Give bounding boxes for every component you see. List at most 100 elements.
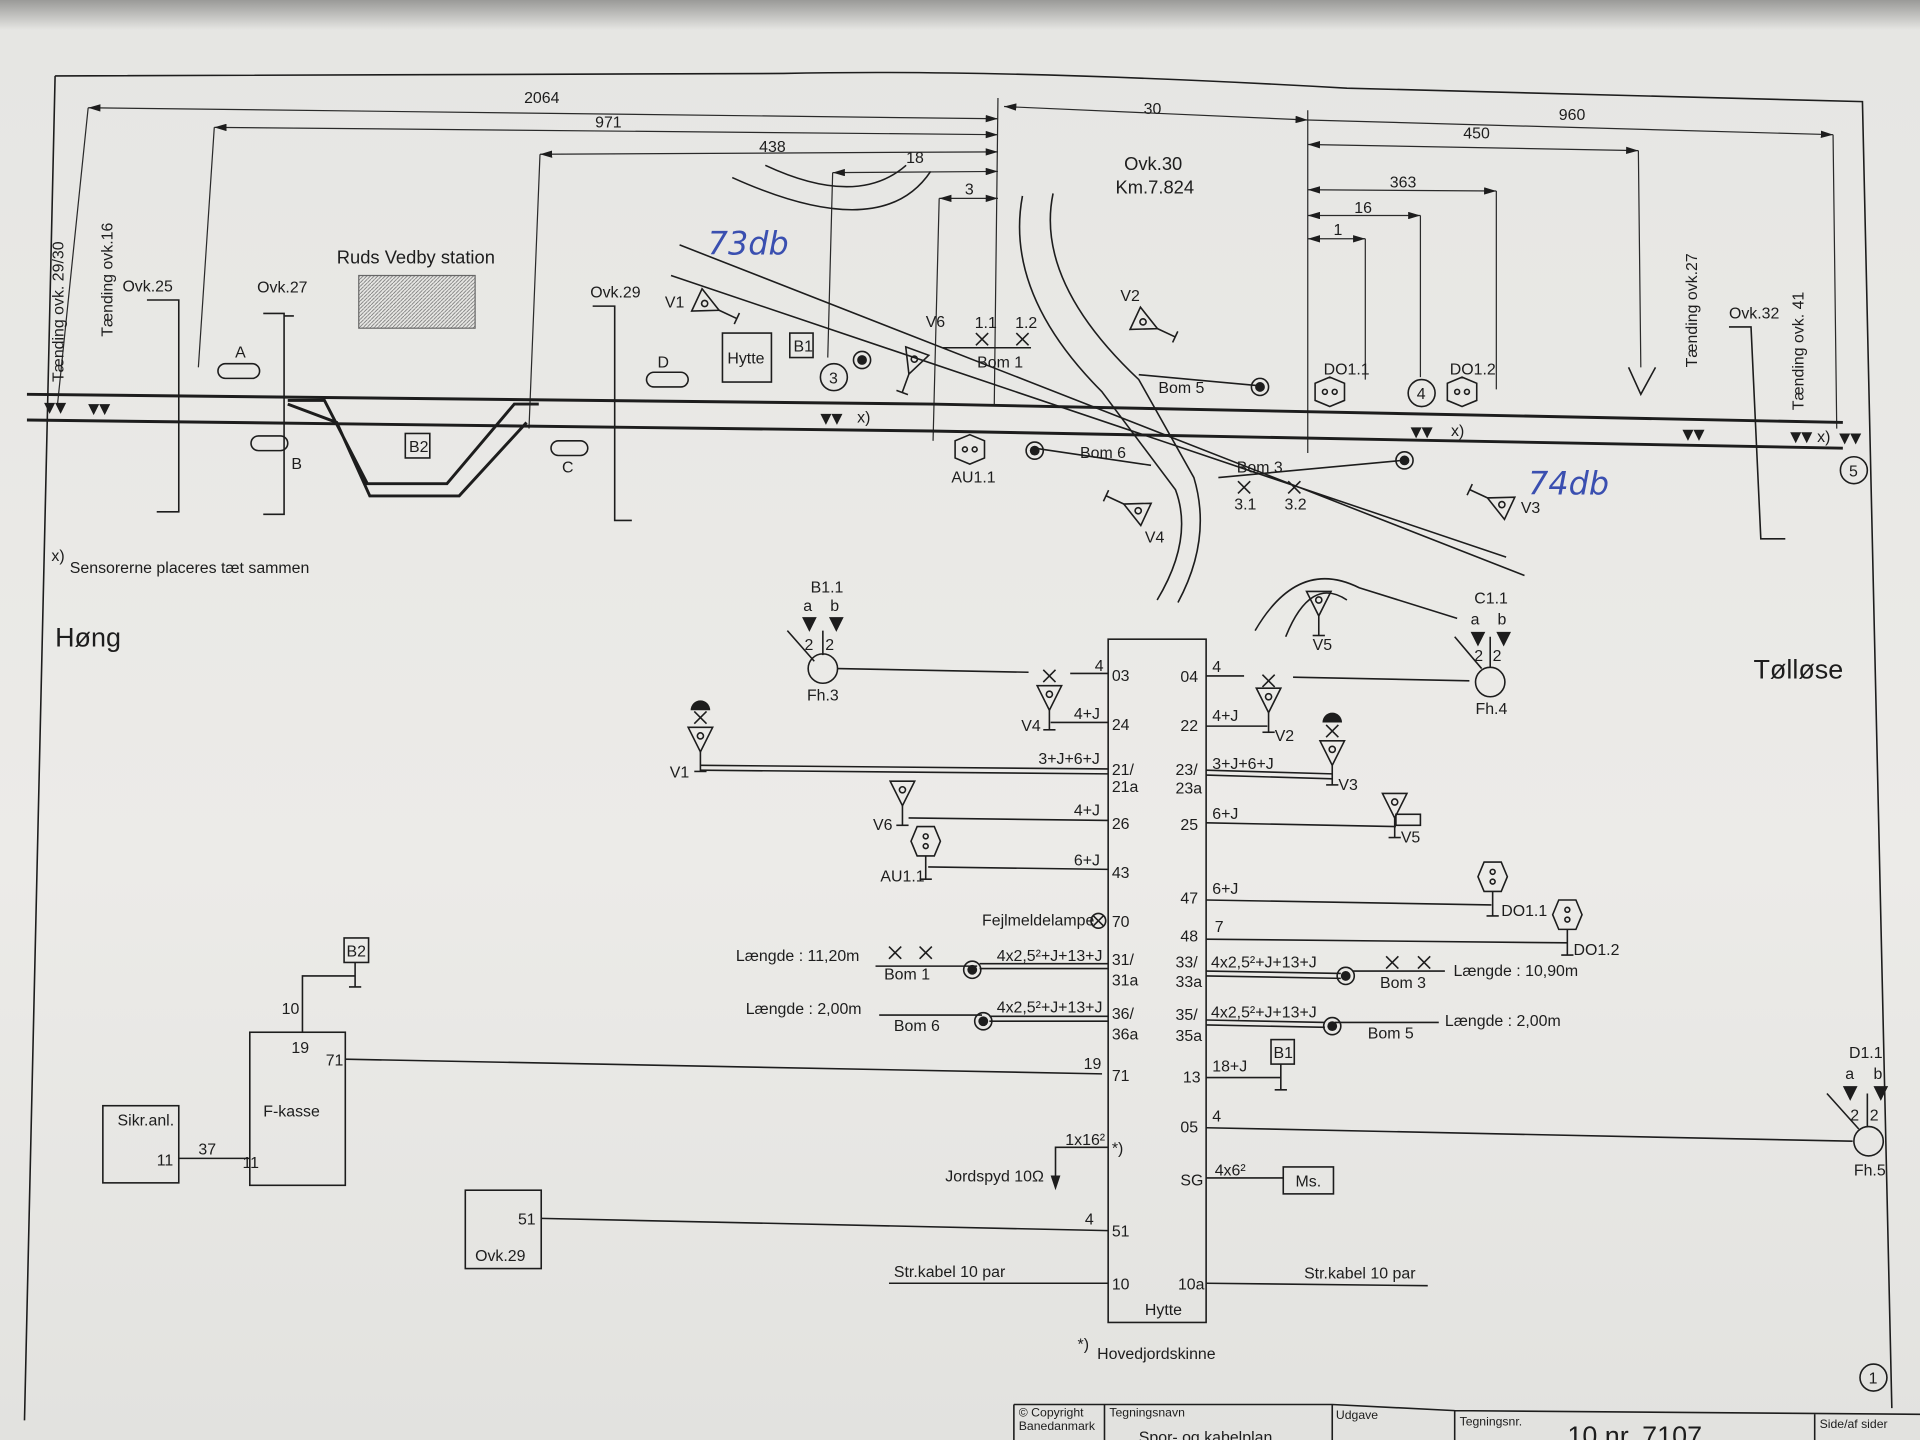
edition-label: Udgave xyxy=(1336,1408,1378,1422)
bom-crossmark-icon xyxy=(918,945,933,960)
label-v3: V3 xyxy=(1521,500,1541,517)
label-point-4: 4 xyxy=(1417,386,1426,403)
wire-10: 10 xyxy=(282,1001,300,1018)
sensor-icon xyxy=(1839,433,1862,445)
dim-30: 30 xyxy=(1144,101,1162,118)
b11-lamps xyxy=(802,617,844,632)
cable-label: 4 xyxy=(1212,659,1221,676)
lamp-cross-icon xyxy=(1042,668,1057,683)
bom6-label: Bom 6 xyxy=(894,1018,940,1035)
b2-box xyxy=(343,937,370,964)
cable-label: 1x16² xyxy=(1065,1132,1105,1149)
dim-450: 450 xyxy=(1463,125,1490,142)
fkasse-t11: 11 xyxy=(242,1155,259,1172)
signal-v2-icon xyxy=(1129,306,1182,349)
sikr-t11: 11 xyxy=(157,1153,174,1170)
fh4-label: Fh.4 xyxy=(1476,701,1508,718)
terminal: SG xyxy=(1180,1172,1203,1189)
bom-crossmark-icon xyxy=(1237,480,1252,495)
fkasse-box xyxy=(249,1031,347,1187)
v3-label: V3 xyxy=(1338,777,1358,794)
track-upper-rail xyxy=(26,392,1843,424)
terminal: 05 xyxy=(1180,1120,1198,1137)
dim-960: 960 xyxy=(1559,107,1586,124)
handwritten-74db: 74db xyxy=(1528,465,1609,503)
terminal: 33/ xyxy=(1176,954,1199,971)
cable-label: 4 xyxy=(1095,658,1104,675)
lamp-icon xyxy=(1090,912,1107,929)
left-terminals: 03 24 21/ 21a 26 43 70 31/ 31a 36/ 36a 7… xyxy=(1112,668,1139,1294)
terminal: 10a xyxy=(1178,1276,1205,1293)
c11-a: a xyxy=(1471,611,1480,628)
signal-do12-icon xyxy=(1551,899,1583,931)
label-3-2: 3.2 xyxy=(1284,496,1306,513)
v2-label: V2 xyxy=(1275,728,1295,745)
bom1-pivot xyxy=(962,960,982,980)
terminal: 31/ xyxy=(1112,952,1135,969)
point-3 xyxy=(819,362,849,392)
terminal: 10 xyxy=(1112,1276,1130,1293)
fejlmeldelampe-label: Fejlmeldelampe xyxy=(982,913,1094,930)
sensor-note-mark: x) xyxy=(1817,429,1830,446)
v4-label: V4 xyxy=(1021,718,1041,735)
sensor-icon xyxy=(820,413,843,425)
crossing-km: Km.7.824 xyxy=(1116,176,1195,197)
right-terminals: 04 22 23/ 23a 25 47 48 33/ 33a 35/ 35a 1… xyxy=(1176,669,1205,1293)
dim-363: 363 xyxy=(1390,174,1417,191)
label-ovk25: Ovk.25 xyxy=(122,278,173,295)
dim-2064: 2064 xyxy=(524,90,560,107)
do11-label: DO1.1 xyxy=(1501,903,1547,920)
b11-two: 2 xyxy=(825,637,834,654)
dim-16: 16 xyxy=(1354,200,1372,217)
d11-b: b xyxy=(1873,1066,1882,1083)
road-lines xyxy=(670,164,1525,577)
ovk29-t51: 51 xyxy=(518,1211,536,1228)
au11-mast xyxy=(919,855,932,880)
bom6-pivot xyxy=(973,1011,993,1031)
footnote-mark: *) xyxy=(1078,1336,1090,1353)
terminal: 70 xyxy=(1112,914,1130,931)
lamp-cross-icon xyxy=(693,710,708,725)
terminal: 13 xyxy=(1183,1069,1201,1086)
dim-18: 18 xyxy=(906,150,924,167)
label-v4: V4 xyxy=(1145,529,1165,546)
cable-label: 3+J+6+J xyxy=(1212,756,1273,773)
dim-971: 971 xyxy=(595,114,622,131)
cable-label: 4 xyxy=(1085,1211,1094,1228)
cable-label: 3+J+6+J xyxy=(1038,751,1099,768)
b11-a: a xyxy=(803,598,812,615)
fkasse-label: F-kasse xyxy=(263,1104,320,1121)
v1-label: V1 xyxy=(670,765,690,782)
label-ovk27: Ovk.27 xyxy=(257,280,308,297)
signal-do11-icon xyxy=(1314,376,1346,408)
terminal: 36/ xyxy=(1112,1006,1135,1023)
b1-mast xyxy=(1274,1064,1287,1091)
signal-do12-icon xyxy=(1446,376,1478,408)
fh3-label: Fh.3 xyxy=(807,687,839,704)
dim-1: 1 xyxy=(1333,222,1342,239)
dim-438: 438 xyxy=(759,139,786,156)
bom-crossmark-icon xyxy=(1015,332,1030,347)
label-bom1: Bom 1 xyxy=(977,354,1023,371)
drawing-number-label: Tegningsnr. xyxy=(1460,1414,1523,1428)
label-b1: B1 xyxy=(793,338,813,355)
label-taending-16: Tænding ovk.16 xyxy=(100,223,117,337)
owner: Banedanmark xyxy=(1019,1419,1096,1433)
signal-v4-icon xyxy=(1100,483,1152,527)
station-siding xyxy=(287,398,539,498)
hytte-terminal-box xyxy=(1107,638,1207,1324)
footnote: Hovedjordskinne xyxy=(1097,1346,1216,1363)
fkasse-t19: 19 xyxy=(291,1040,309,1057)
b11-b: b xyxy=(830,598,839,615)
b2-label: B2 xyxy=(347,943,367,960)
label-taending-29-30: Tænding ovk. 29/30 xyxy=(51,241,68,382)
cable-label: 19 xyxy=(1084,1056,1102,1073)
page-number: 1 xyxy=(1869,1371,1878,1388)
signal-do11-icon xyxy=(1477,861,1509,893)
drawing-name-label: Tegningsnavn xyxy=(1109,1406,1185,1420)
crossing-name: Ovk.30 xyxy=(1124,153,1182,174)
signal-v1-icon xyxy=(690,288,743,331)
fh3-circle xyxy=(807,653,839,685)
strkabel-right: Str.kabel 10 par xyxy=(1304,1265,1416,1282)
